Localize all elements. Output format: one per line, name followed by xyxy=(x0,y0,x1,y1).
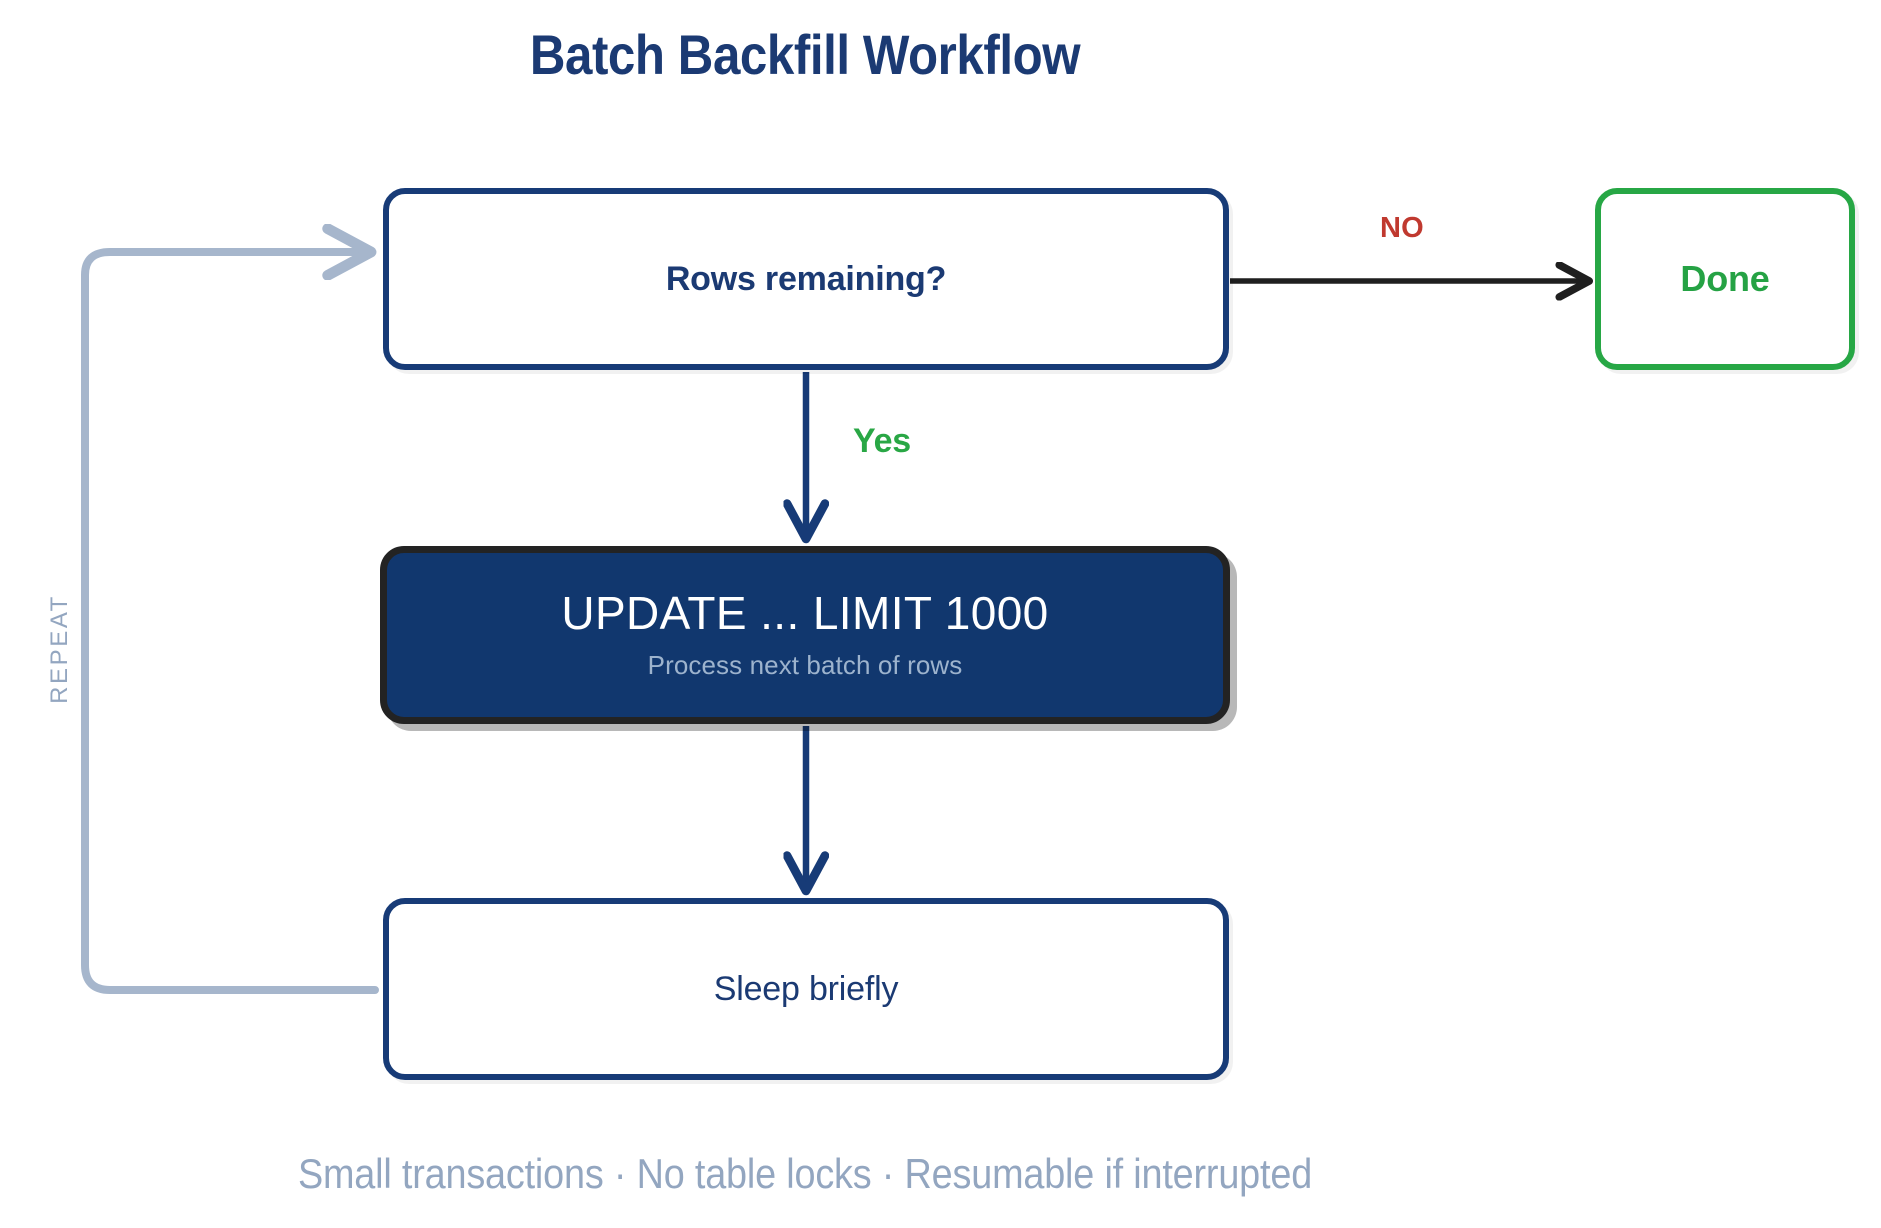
edge-sleep-to-decision xyxy=(81,252,379,994)
node-done[interactable]: Done xyxy=(1595,188,1855,370)
node-rows-remaining-label: Rows remaining? xyxy=(665,259,947,298)
page-title: Batch Backfill Workflow xyxy=(529,23,1081,86)
node-sleep-briefly[interactable]: Sleep briefly xyxy=(383,898,1229,1080)
node-rows-remaining[interactable]: Rows remaining? xyxy=(383,188,1229,370)
edge-label-no: NO xyxy=(1380,212,1424,244)
node-update-limit[interactable]: UPDATE ... LIMIT 1000 Process next batch… xyxy=(380,546,1230,724)
node-sleep-briefly-label: Sleep briefly xyxy=(713,969,899,1008)
edge-label-repeat: REPEAT xyxy=(46,594,73,704)
edge-label-yes: Yes xyxy=(853,422,912,460)
node-done-label: Done xyxy=(1680,258,1770,299)
node-update-limit-sublabel: Process next batch of rows xyxy=(647,649,963,680)
diagram-caption: Small transactions · No table locks · Re… xyxy=(297,1150,1313,1197)
node-update-limit-label: UPDATE ... LIMIT 1000 xyxy=(561,587,1049,640)
